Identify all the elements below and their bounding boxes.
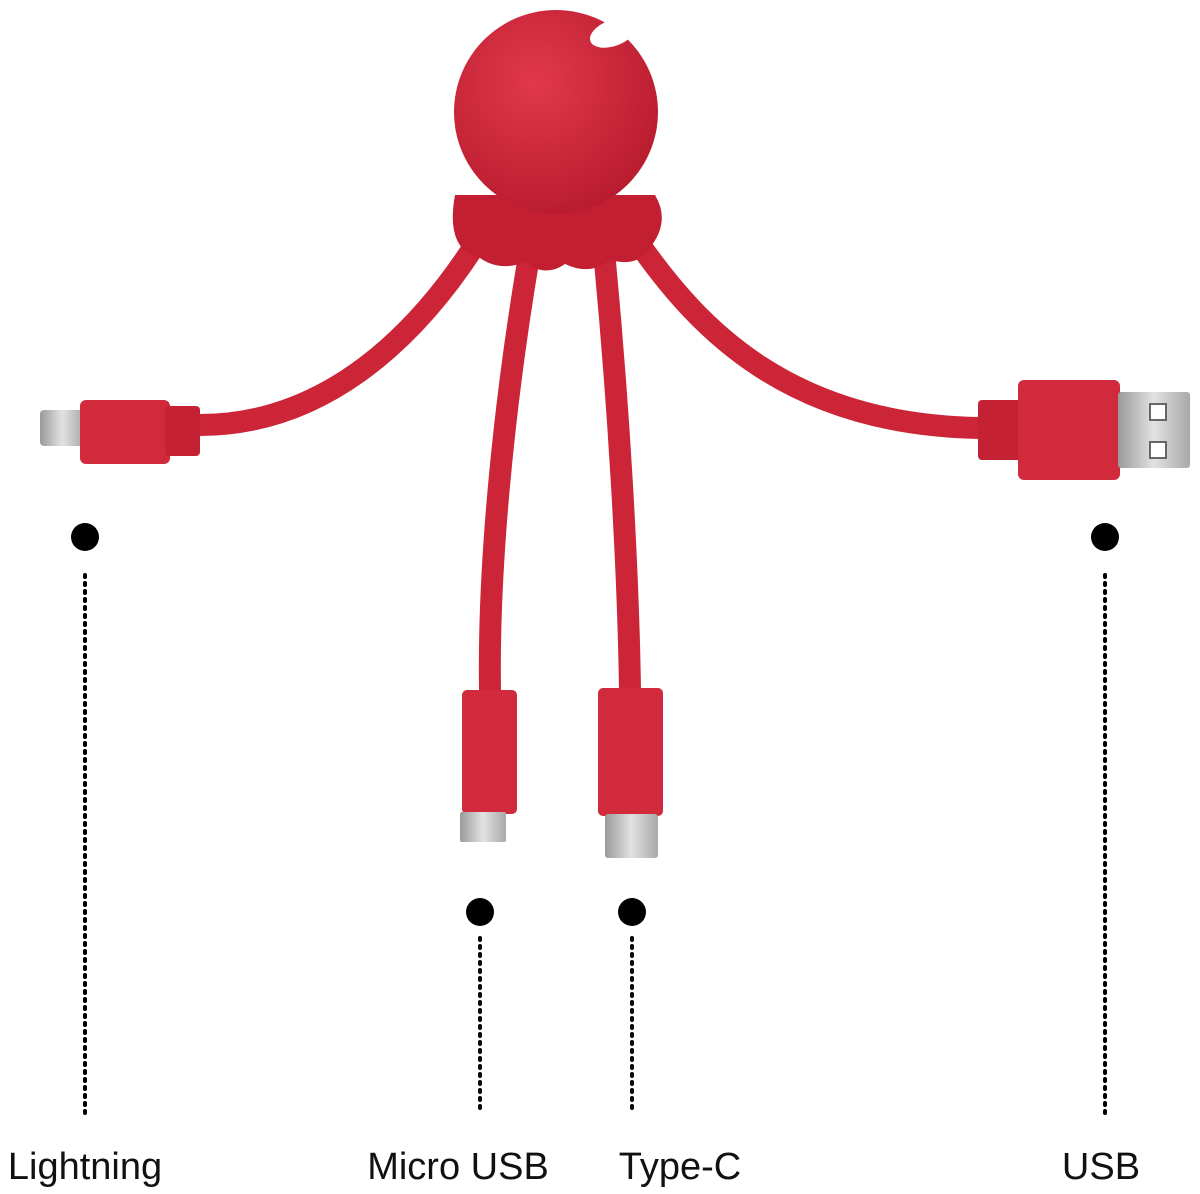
type-c-cable [594, 251, 641, 701]
lightning-connector [40, 400, 200, 464]
lightning-label: Lightning [7, 1146, 163, 1188]
type-c-marker [618, 898, 646, 926]
type-c-connector [598, 688, 663, 858]
lightning-cable [189, 234, 486, 436]
usb-cable [629, 234, 991, 439]
keyring-hole [590, 18, 636, 48]
markers [71, 523, 1119, 1117]
type-c-label: Type-C [618, 1146, 742, 1188]
octopus-head [452, 10, 662, 271]
cables [189, 234, 991, 701]
usb-marker [1091, 523, 1119, 551]
lightning-marker [71, 523, 99, 551]
usb-label: USB [1061, 1146, 1141, 1188]
micro-usb-marker [466, 898, 494, 926]
micro-usb-connector [460, 690, 517, 842]
micro-usb-cable [478, 251, 539, 701]
micro-usb-label: Micro USB [367, 1146, 549, 1188]
usb-connector [978, 380, 1190, 480]
